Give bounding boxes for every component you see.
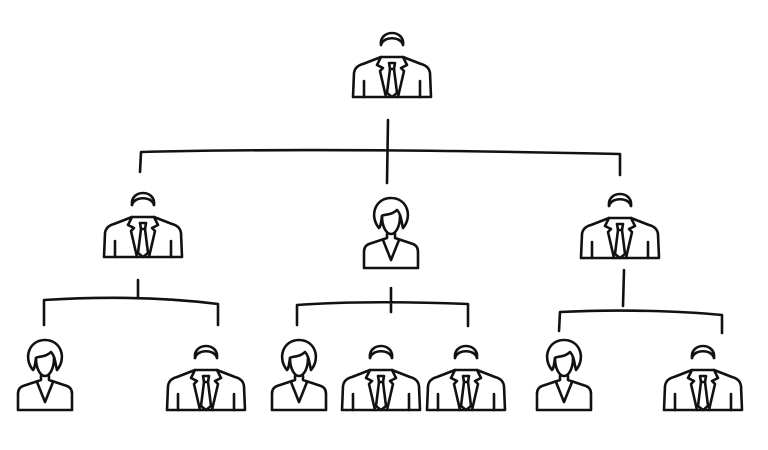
female-person-icon	[362, 196, 420, 270]
male-person-icon	[340, 344, 422, 412]
male-person-icon	[102, 191, 184, 259]
male-person-icon	[662, 344, 744, 412]
male-person-icon	[425, 344, 507, 412]
female-person-icon	[535, 338, 593, 412]
male-person-icon	[351, 31, 433, 99]
male-person-icon	[165, 344, 247, 412]
female-person-icon	[16, 338, 74, 412]
male-person-icon	[579, 192, 661, 260]
connector-lines	[42, 118, 724, 335]
female-person-icon	[270, 338, 328, 412]
